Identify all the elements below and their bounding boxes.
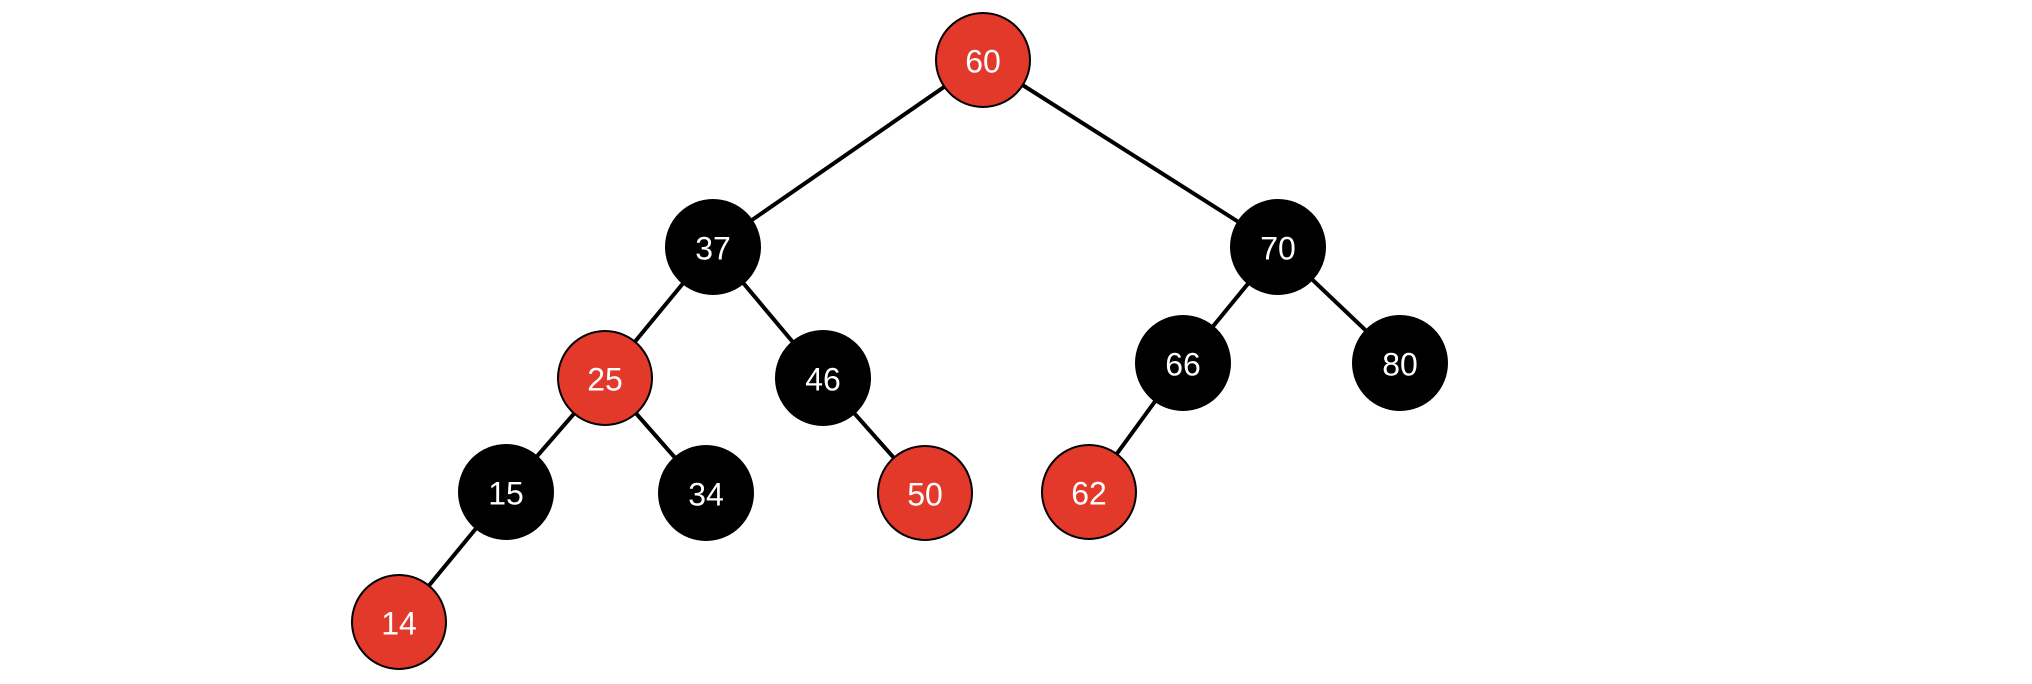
tree-node-80: 80	[1352, 315, 1448, 411]
tree-node-circle-red	[1041, 444, 1137, 540]
tree-node-circle-black	[1230, 199, 1326, 295]
tree-node-circle-black	[1352, 315, 1448, 411]
tree-edge-60-37	[711, 58, 985, 249]
tree-node-60: 60	[935, 12, 1031, 108]
tree-node-circle-black	[665, 199, 761, 295]
tree-node-66: 66	[1135, 315, 1231, 411]
tree-node-15: 15	[458, 444, 554, 540]
tree-node-70: 70	[1230, 199, 1326, 295]
tree-node-14: 14	[351, 574, 447, 670]
tree-node-circle-black	[775, 330, 871, 426]
tree-node-50: 50	[877, 445, 973, 541]
tree-node-circle-black	[1135, 315, 1231, 411]
tree-node-circle-red	[557, 330, 653, 426]
tree-node-37: 37	[665, 199, 761, 295]
tree-node-62: 62	[1041, 444, 1137, 540]
tree-node-circle-red	[351, 574, 447, 670]
tree-node-circle-black	[658, 445, 754, 541]
tree-node-46: 46	[775, 330, 871, 426]
tree-node-25: 25	[557, 330, 653, 426]
tree-node-circle-red	[877, 445, 973, 541]
tree-edge-60-70	[981, 58, 1280, 249]
tree-node-circle-red	[935, 12, 1031, 108]
tree-node-circle-black	[458, 444, 554, 540]
tree-node-34: 34	[658, 445, 754, 541]
